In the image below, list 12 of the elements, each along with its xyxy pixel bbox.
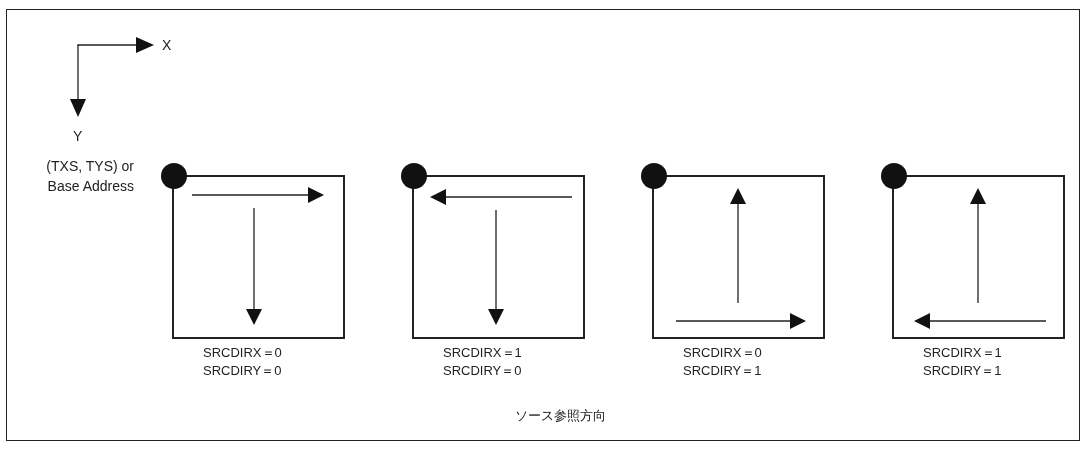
square-box <box>892 175 1065 339</box>
register-setting: SRCDIRX＝1 SRCDIRY＝0 <box>443 344 523 380</box>
axis-label: Y <box>73 127 83 146</box>
square-box <box>652 175 825 339</box>
register-setting: SRCDIRX＝0 SRCDIRY＝1 <box>683 344 763 380</box>
caption: ソース参照方向 <box>513 407 607 425</box>
register-setting: SRCDIRX＝1 SRCDIRY＝1 <box>923 344 1003 380</box>
origin-note: (TXS, TYS) or Base Address <box>45 157 134 196</box>
axis-label: X <box>162 36 172 55</box>
register-setting: SRCDIRX＝0 SRCDIRY＝0 <box>203 344 283 380</box>
square-box <box>412 175 585 339</box>
square-box <box>172 175 345 339</box>
